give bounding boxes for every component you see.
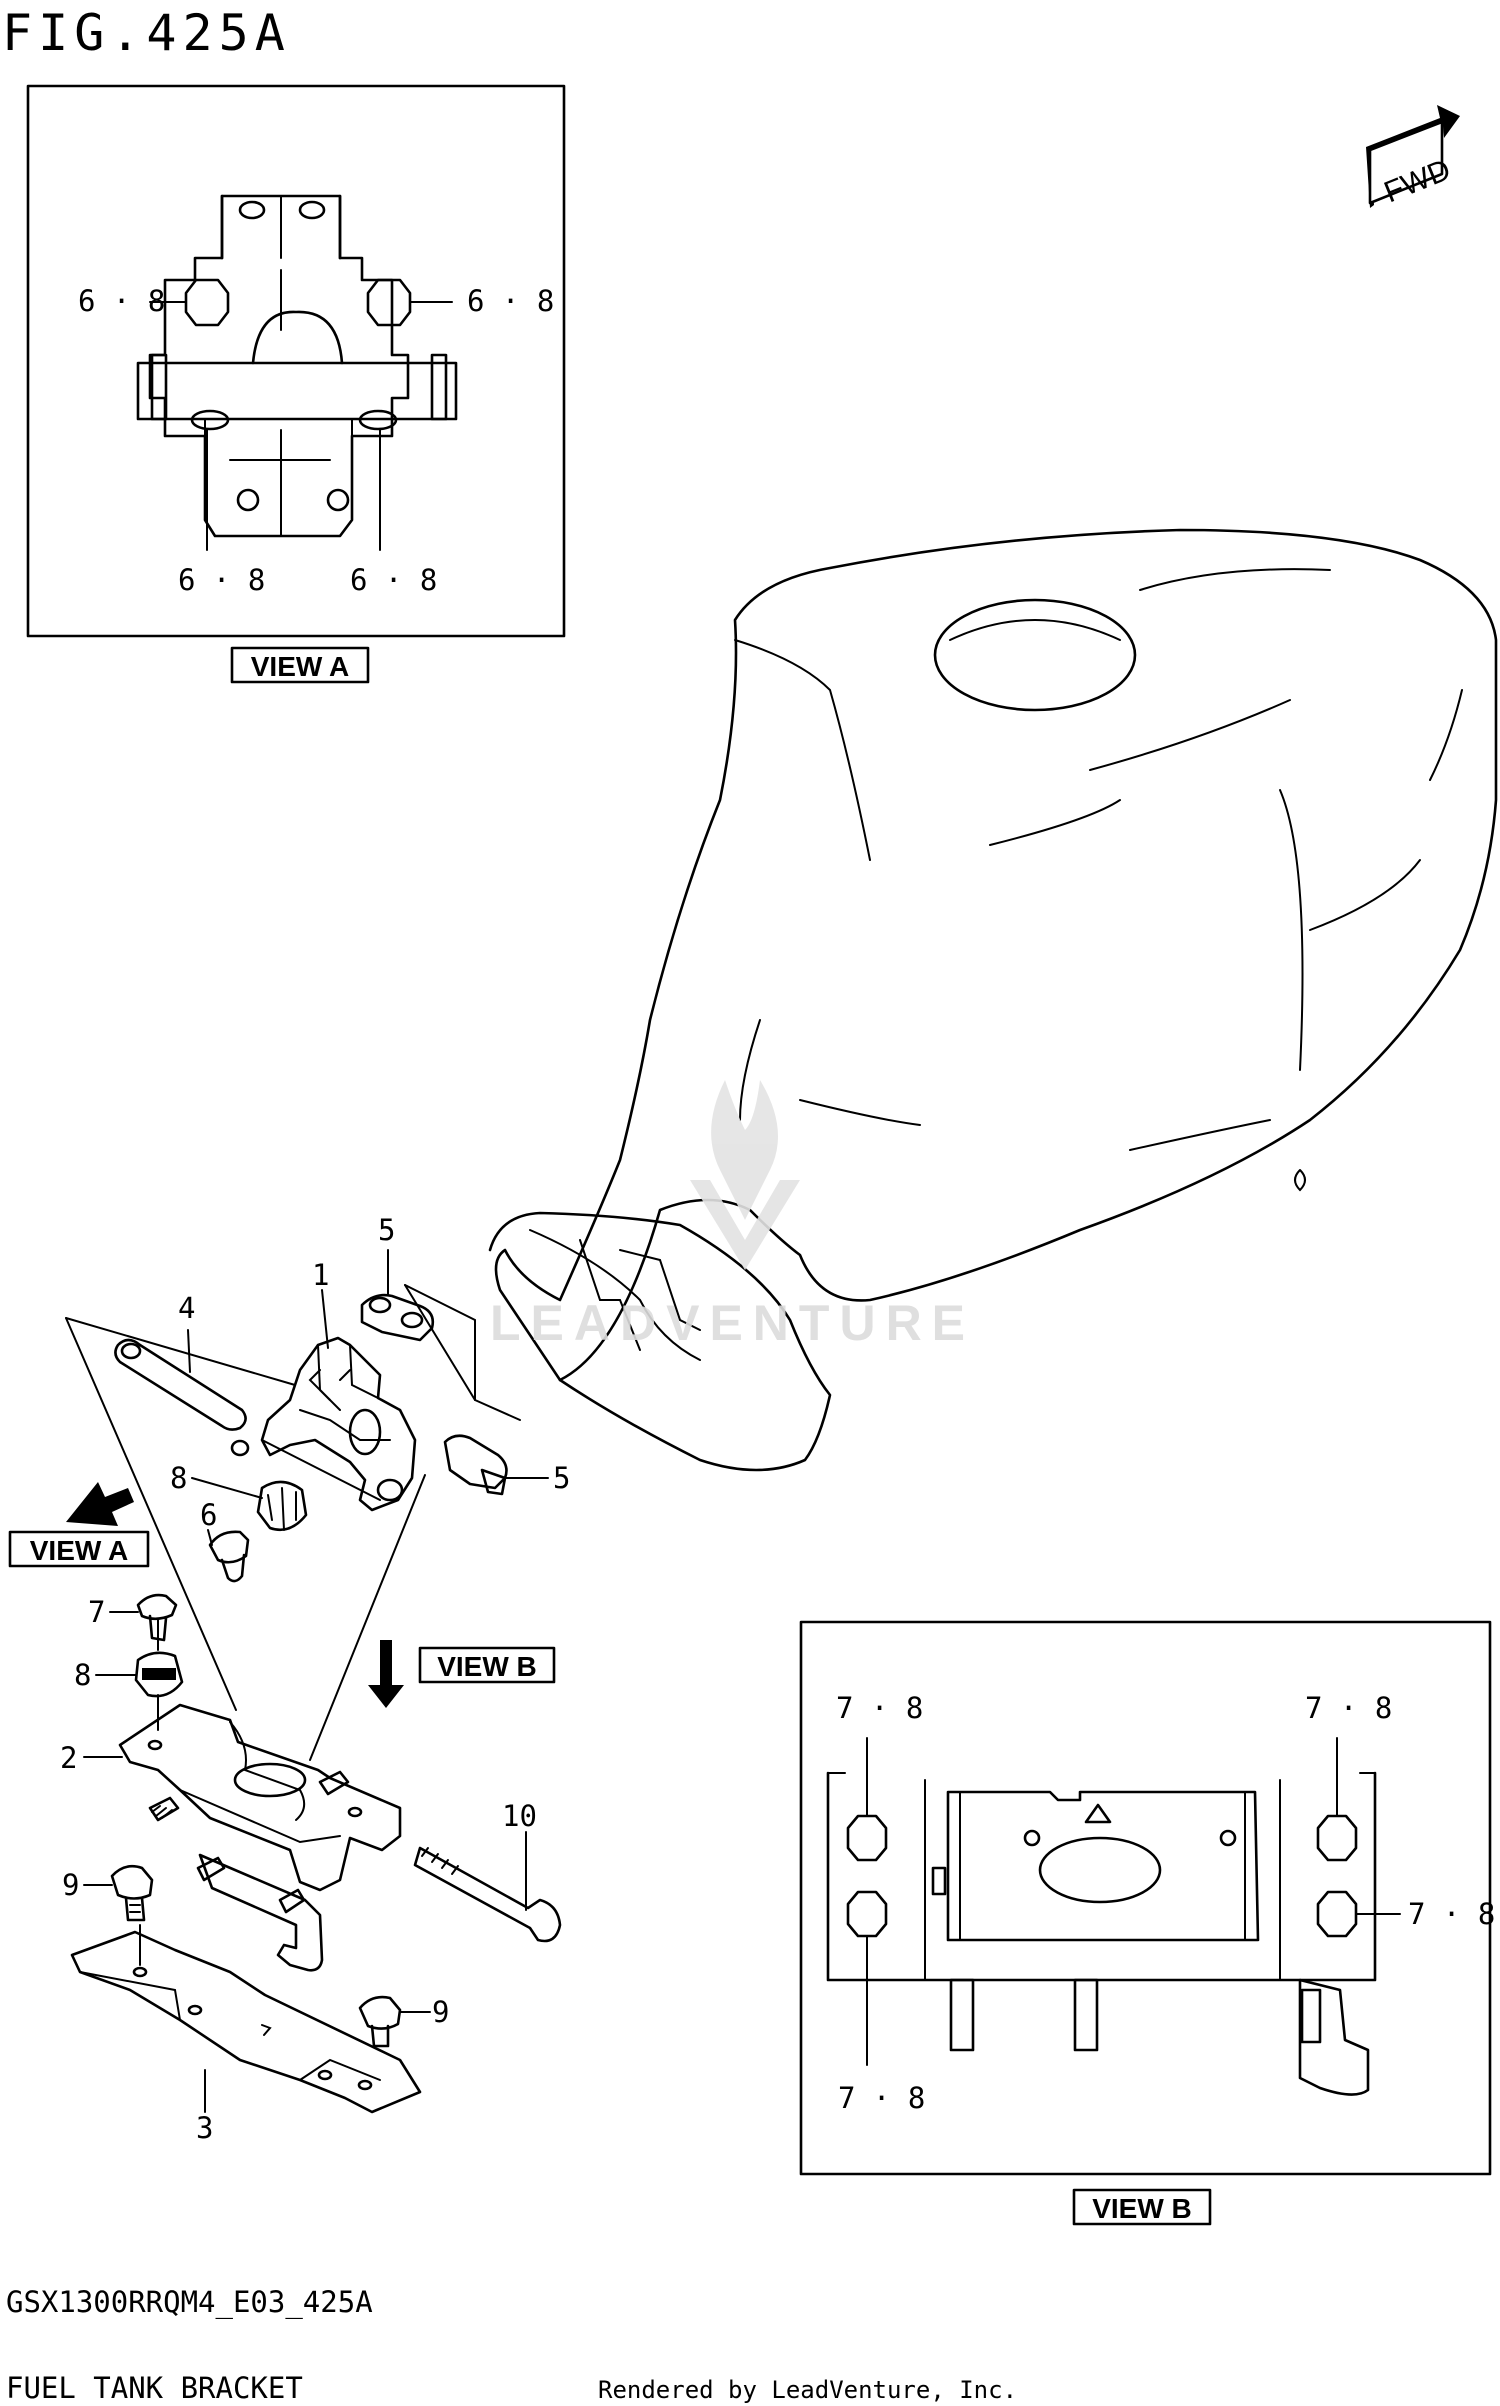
part-number-7: 7 bbox=[88, 1595, 105, 1629]
view-b-callout: 7 · 8 bbox=[1408, 1897, 1495, 1931]
view-a-marker-label: VIEW A bbox=[30, 1535, 129, 1566]
view-b-panel: 7 · 8 7 · 8 7 · 8 7 · 8 bbox=[799, 1620, 1495, 2176]
view-b-callout: 7 · 8 bbox=[836, 1691, 923, 1725]
view-b-marker-label: VIEW B bbox=[437, 1651, 537, 1682]
part-number-8: 8 bbox=[74, 1658, 91, 1692]
part-number-5: 5 bbox=[378, 1213, 395, 1247]
figure-name: FUEL TANK BRACKET bbox=[6, 2371, 303, 2405]
view-b-callout: 7 · 8 bbox=[1305, 1691, 1392, 1725]
part-number-10: 10 bbox=[502, 1799, 537, 1833]
figure-title: FIG.425A bbox=[2, 4, 291, 62]
fuel-tank bbox=[488, 528, 1498, 1472]
view-a-callout: 6 · 8 bbox=[78, 284, 165, 318]
watermark-text: LEADVENTURE bbox=[490, 1295, 975, 1351]
figure-code: GSX1300RRQM4_E03_425A bbox=[6, 2285, 373, 2320]
view-a-callout: 6 · 8 bbox=[350, 563, 437, 597]
view-b-label-box: VIEW B bbox=[1072, 2188, 1212, 2226]
view-a-label: VIEW A bbox=[251, 651, 350, 682]
part-number-2: 2 bbox=[60, 1741, 77, 1775]
view-a-pointer: VIEW A bbox=[8, 1482, 150, 1568]
exploded-parts: 1 2 3 4 5 5 6 7 8 8 9 9 10 bbox=[60, 1213, 570, 2145]
part-number-9: 9 bbox=[432, 1995, 449, 2029]
part-number-8: 8 bbox=[170, 1461, 187, 1495]
part-number-4: 4 bbox=[178, 1291, 195, 1325]
part-number-3: 3 bbox=[196, 2111, 213, 2145]
view-a-panel: 6 · 8 6 · 8 6 · 8 6 · 8 bbox=[26, 84, 566, 638]
part-number-1: 1 bbox=[312, 1258, 329, 1292]
fwd-arrow-icon: FWD bbox=[1366, 105, 1460, 209]
part-number-5: 5 bbox=[553, 1461, 570, 1495]
rendered-by: Rendered by LeadVenture, Inc. bbox=[598, 2376, 1017, 2404]
leadventure-watermark: LEADVENTURE bbox=[490, 1080, 975, 1351]
view-b-pointer: VIEW B bbox=[368, 1640, 556, 1708]
view-a-callout: 6 · 8 bbox=[467, 284, 554, 318]
part-number-9: 9 bbox=[62, 1868, 79, 1902]
view-a-label-box: VIEW A bbox=[230, 646, 370, 684]
view-b-label: VIEW B bbox=[1092, 2193, 1192, 2224]
view-a-callout: 6 · 8 bbox=[178, 563, 265, 597]
view-b-callout: 7 · 8 bbox=[838, 2081, 925, 2115]
part-number-6: 6 bbox=[200, 1498, 217, 1532]
